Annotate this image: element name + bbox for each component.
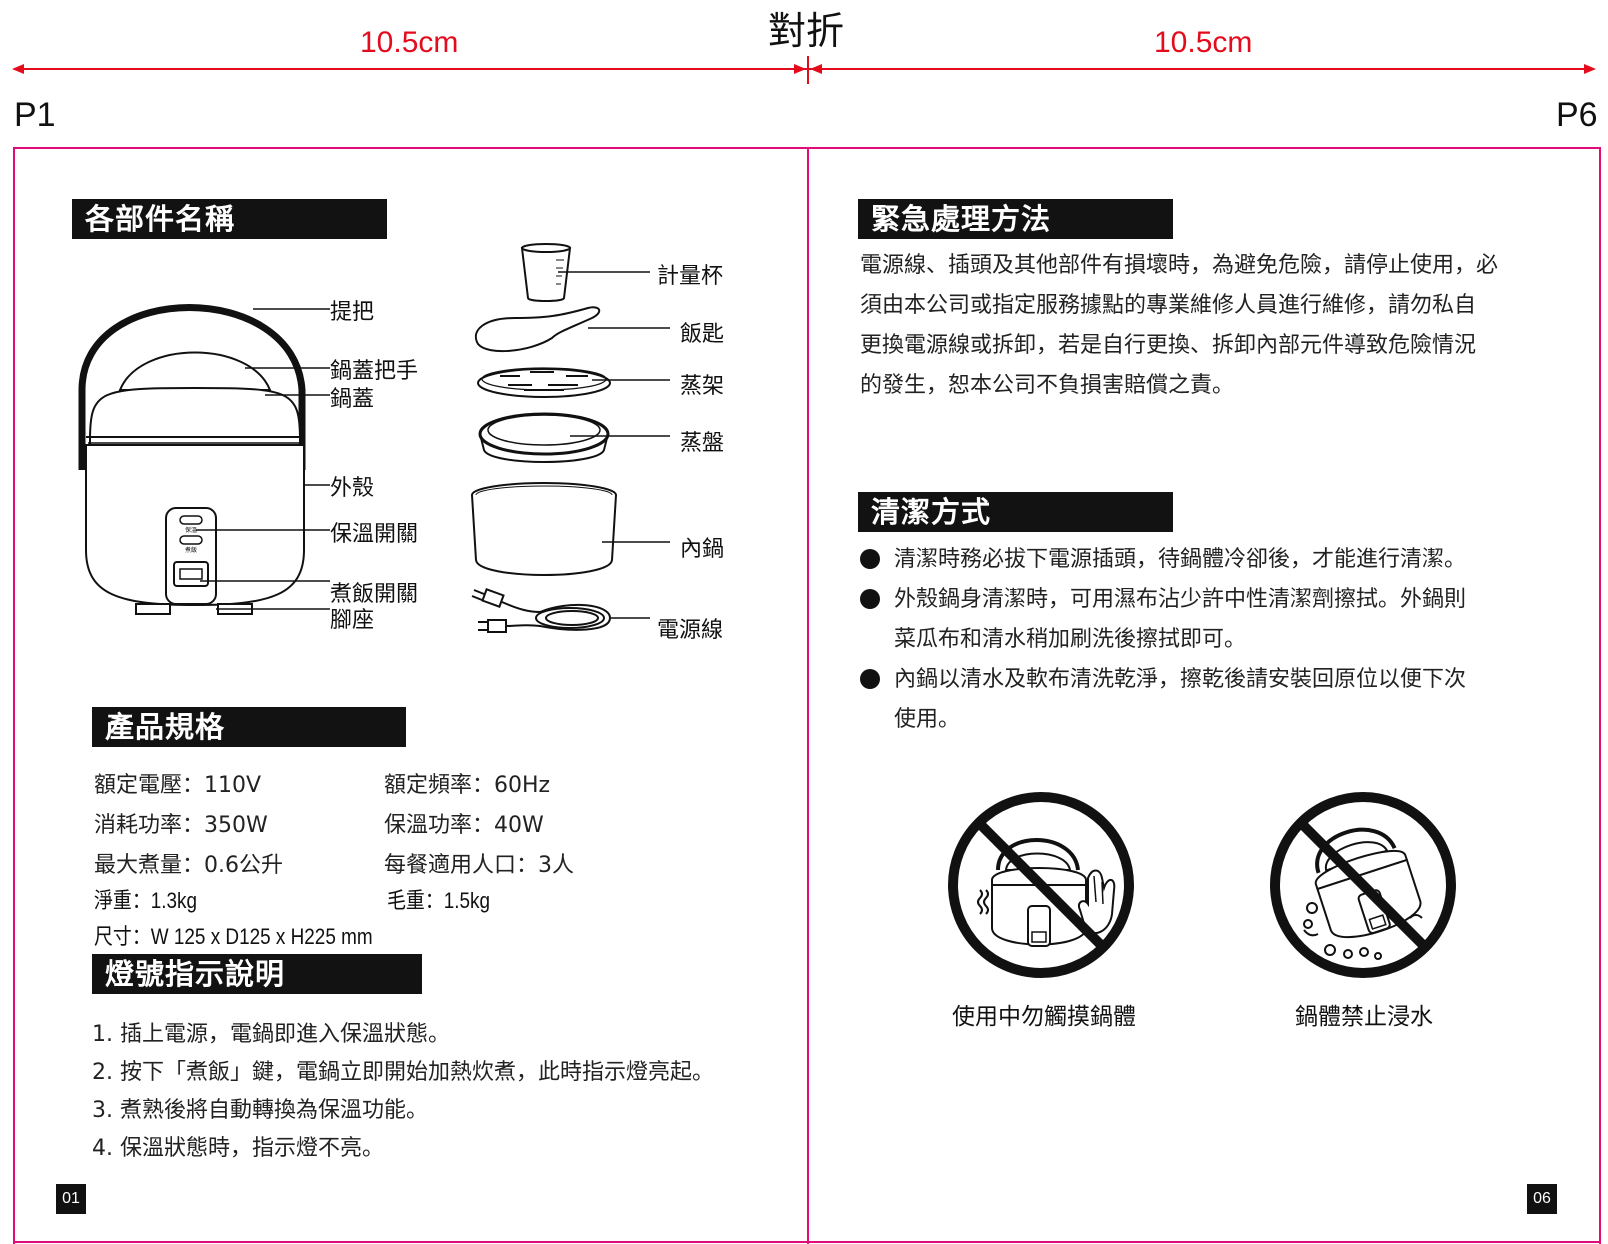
panel-warm-label: 保溫 <box>185 526 197 534</box>
right-page-tag: P6 <box>1556 96 1598 134</box>
dimension-arrows <box>12 56 1596 84</box>
fold-divider <box>807 147 809 1244</box>
label-handle: 提把 <box>330 300 375 325</box>
bullet-dot-icon <box>860 669 880 689</box>
left-width-label: 10.5cm <box>360 26 459 59</box>
label-feet: 腳座 <box>330 608 375 633</box>
measuring-cup-icon <box>520 243 572 302</box>
cleaning-bullet-2-cont: 菜瓜布和清水稍加刷洗後擦拭即可。 <box>894 627 1247 652</box>
center-right-arrowhead-icon <box>810 64 822 74</box>
indicator-step-4: 4. 保溫狀態時，指示燈不亮。 <box>92 1136 384 1161</box>
indicator-step-2: 2. 按下「煮飯」鍵，電鍋立即開始加熱炊煮，此時指示燈亮起。 <box>92 1060 714 1085</box>
label-warm-switch: 保溫開關 <box>330 522 419 547</box>
spec-voltage: 額定電壓：110V <box>94 773 262 798</box>
spec-capacity: 最大煮量：0.6公升 <box>94 853 283 878</box>
label-rice-spoon: 飯匙 <box>680 322 725 347</box>
warning-caption-no-touch: 使用中勿觸摸鍋體 <box>952 1004 1136 1030</box>
label-measuring-cup: 計量杯 <box>657 264 724 289</box>
page-frame-bottom <box>13 1241 1601 1243</box>
cleaning-bullet-text: 清潔時務必拔下電源插頭，待鍋體冷卻後，才能進行清潔。 <box>894 547 1467 572</box>
spec-size: 尺寸：W 125 x D125 x H225 mm <box>94 924 373 949</box>
indicator-step-1: 1. 插上電源，電鍋即進入保溫狀態。 <box>92 1022 450 1047</box>
parts-heading: 各部件名稱 <box>72 199 387 239</box>
cleaning-bullet-text: 外殼鍋身清潔時，可用濕布沾少許中性清潔劑擦拭。外鍋則 <box>894 587 1467 612</box>
spec-gross-weight: 毛重：1.5kg <box>387 888 491 913</box>
accessories-diagram <box>471 243 670 633</box>
spec-warm-power: 保溫功率：40W <box>384 813 544 838</box>
label-cook-switch: 煮飯開關 <box>330 582 419 607</box>
label-lid-handle: 鍋蓋把手 <box>330 359 419 384</box>
bullet-dot-icon <box>860 589 880 609</box>
rice-cooker-diagram: 保溫 煮飯 <box>78 304 306 615</box>
label-steam-tray: 蒸盤 <box>680 431 725 456</box>
label-shell: 外殼 <box>330 476 375 501</box>
spec-frequency: 額定頻率：60Hz <box>384 773 551 798</box>
warning-caption-no-submerge: 鍋體禁止浸水 <box>1295 1004 1433 1030</box>
spec-heading: 產品規格 <box>92 707 406 747</box>
left-page-number: 01 <box>56 1184 86 1214</box>
cleaning-bullet-3-cont: 使用。 <box>894 707 961 732</box>
right-page-number: 06 <box>1527 1184 1557 1214</box>
right-arrowhead-icon <box>1584 64 1596 74</box>
spec-net-weight: 淨重：1.3kg <box>94 888 198 913</box>
no-submerge-icon <box>1270 792 1456 978</box>
lid-shape <box>89 386 301 446</box>
emergency-line-1: 電源線、插頭及其他部件有損壞時，為避免危險，請停止使用，必 <box>860 253 1499 278</box>
right-width-label: 10.5cm <box>1154 26 1253 59</box>
foot-left <box>135 603 171 615</box>
bullet-dot-icon <box>860 549 880 569</box>
spec-power: 消耗功率：350W <box>94 813 268 838</box>
steam-tray-icon <box>478 412 610 463</box>
label-lid: 鍋蓋 <box>330 387 375 412</box>
inner-pot-icon <box>471 482 617 576</box>
panel-cook-label: 煮飯 <box>185 546 197 554</box>
left-page-tag: P1 <box>14 96 56 134</box>
left-arrowhead-icon <box>12 64 24 74</box>
cleaning-bullet-text: 內鍋以清水及軟布清洗乾淨，擦乾後請安裝回原位以便下次 <box>894 667 1467 692</box>
indicator-heading: 燈號指示說明 <box>92 954 422 994</box>
label-power-cord: 電源線 <box>657 618 724 643</box>
center-left-arrowhead-icon <box>794 64 806 74</box>
steam-rack-icon <box>477 367 611 398</box>
no-touch-icon <box>948 792 1134 978</box>
emergency-line-3: 更換電源線或拆卸，若是自行更換、拆卸內部元件導致危險情況 <box>860 333 1477 358</box>
emergency-line-4: 的發生，恕本公司不負損害賠償之責。 <box>860 373 1235 398</box>
indicator-step-3: 3. 煮熟後將自動轉換為保溫功能。 <box>92 1098 428 1123</box>
power-cord-icon <box>471 588 612 633</box>
lid-handle-shape <box>118 351 272 391</box>
emergency-line-2: 須由本公司或指定服務據點的專業維修人員進行維修，請勿私自 <box>860 293 1477 318</box>
cleaning-heading: 清潔方式 <box>858 492 1173 532</box>
emergency-heading: 緊急處理方法 <box>858 199 1173 239</box>
label-inner-pot: 內鍋 <box>680 537 725 562</box>
label-steam-rack: 蒸架 <box>680 374 725 399</box>
rice-spoon-icon <box>474 306 601 353</box>
foot-right <box>217 603 253 615</box>
spec-servings: 每餐適用人口：3人 <box>384 853 574 878</box>
fold-label: 對折 <box>768 9 845 53</box>
handle-shape <box>78 304 306 470</box>
